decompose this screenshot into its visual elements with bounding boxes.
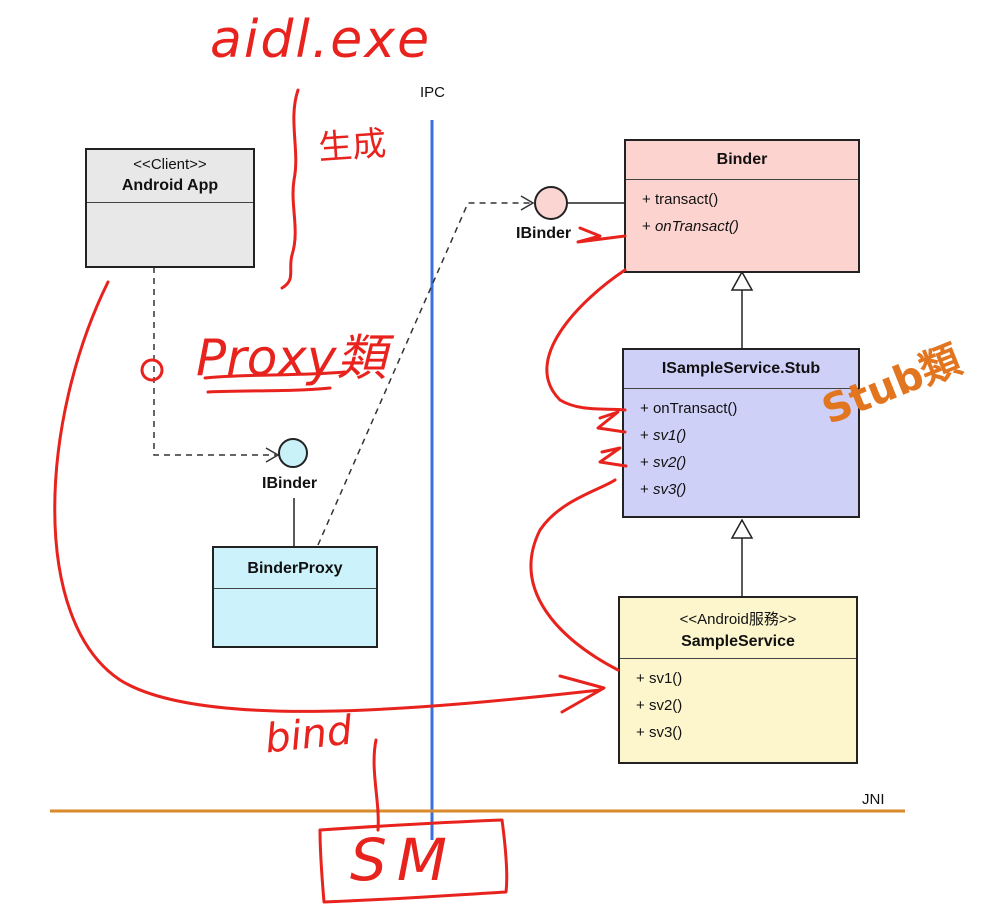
stub-class-box: ISampleService.Stub + onTransact() + sv1… bbox=[622, 348, 860, 518]
service-generalization-arrowhead bbox=[730, 518, 754, 539]
proxy-class-annotation: Proxy類 bbox=[196, 329, 387, 387]
proxy-dependency-arrowhead bbox=[520, 195, 535, 211]
ibinder-right-interface-icon bbox=[534, 186, 568, 220]
binder-proxy-class-name: BinderProxy bbox=[247, 560, 343, 577]
binder-proxy-class-box: BinderProxy bbox=[212, 546, 378, 648]
sample-service-op-sv3: + sv3() bbox=[636, 724, 683, 741]
jni-label: JNI bbox=[862, 791, 885, 808]
sample-service-class-name: SampleService bbox=[681, 633, 795, 650]
sample-service-op-sv1: + sv1() bbox=[636, 670, 683, 687]
stub-class-header: ISampleService.Stub bbox=[624, 350, 858, 389]
sample-service-class-header: <<Android服務>> SampleService bbox=[620, 598, 856, 659]
generate-annotation: 生成 bbox=[316, 123, 388, 169]
sm-annotation: SM bbox=[350, 826, 457, 894]
sample-service-operations: + sv1() + sv2() + sv3() bbox=[620, 659, 856, 746]
sample-service-op-sv2: + sv2() bbox=[636, 697, 683, 714]
binder-class-name: Binder bbox=[716, 151, 768, 168]
stub-op-ontransact: + onTransact() bbox=[640, 400, 738, 417]
client-class-box: <<Client>> Android App bbox=[85, 148, 255, 268]
client-stereotype: <<Client>> bbox=[133, 156, 207, 173]
stub-op-sv3: + sv3() bbox=[640, 481, 687, 498]
sample-service-stereotype: <<Android服務>> bbox=[679, 611, 797, 628]
ibinder-left-label: IBinder bbox=[262, 475, 318, 492]
stub-op-sv2: + sv2() bbox=[640, 454, 687, 471]
ibinder-right-label: IBinder bbox=[516, 225, 572, 242]
stub-generalization-arrowhead bbox=[730, 270, 754, 291]
ipc-label: IPC bbox=[420, 84, 446, 101]
binder-proxy-class-header: BinderProxy bbox=[214, 548, 376, 589]
stub-class-name: ISampleService.Stub bbox=[661, 360, 821, 377]
ibinder-left-interface-icon bbox=[278, 438, 308, 468]
binder-operations: + transact() + onTransact() bbox=[626, 180, 858, 240]
aidl-exe-annotation: aidl.exe bbox=[210, 10, 432, 70]
binder-class-header: Binder bbox=[626, 141, 858, 180]
client-class-header: <<Client>> Android App bbox=[87, 150, 253, 203]
stub-op-sv1: + sv1() bbox=[640, 427, 687, 444]
sample-service-class-box: <<Android服務>> SampleService + sv1() + sv… bbox=[618, 596, 858, 764]
client-class-name: Android App bbox=[121, 177, 219, 194]
stub-operations: + onTransact() + sv1() + sv2() + sv3() bbox=[624, 389, 858, 503]
bind-annotation: bind bbox=[262, 707, 355, 763]
binder-op-transact: + transact() bbox=[642, 191, 719, 208]
binder-op-ontransact: + onTransact() bbox=[642, 218, 739, 235]
binder-class-box: Binder + transact() + onTransact() bbox=[624, 139, 860, 273]
